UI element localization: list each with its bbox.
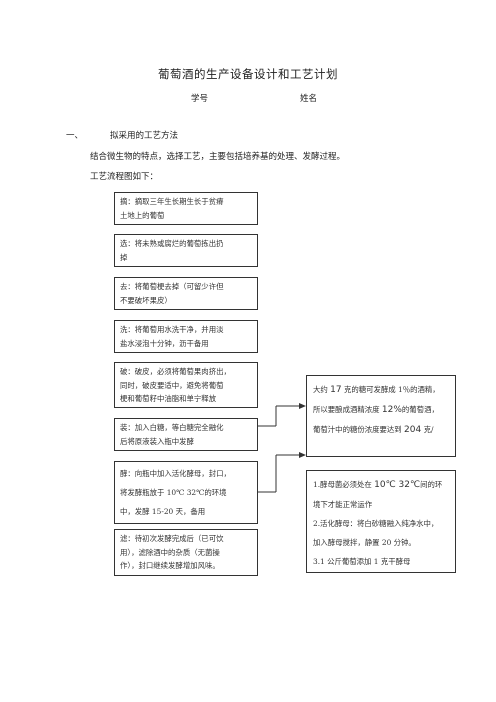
step-bottle: 装：加入白糖，等白糖完全融化 后将原液装入瓶中发酵 [114,418,258,451]
step-destem: 去：将葡萄梗去掉（可留少许但 不要破坏果皮） [114,277,258,310]
section-title: 拟采用的工艺方法 [110,131,179,141]
sugar-note-line-2: 所以要酿成酒精浓度 12%的葡萄酒， [313,405,439,415]
section-heading: 一、 拟采用的工艺方法 [66,129,178,141]
yeast-note-line-5: 3.1 公斤葡萄添加 1 克干酵母 [313,557,411,566]
name-label: 姓名 [300,94,318,104]
step-filter: 滤：待初次发酵完成后（已可饮 用），滤除酒中的杂质（无菌操 作），封口继续发酵增… [114,529,258,576]
yeast-note-line-4: 加入酵母搅拌，静置 20 分钟。 [313,538,416,547]
yeast-note-line-2: 境下才能正常运作 [313,500,373,509]
step-pick: 摘：摘取三年生长期生长于贫瘠 土地上的葡萄 [114,192,258,225]
student-id-label: 学号 [191,94,209,104]
yeast-note: 1.酵母菌必须处在 10℃ 32℃间的环 境下才能正常运作 2.活化酵母：将白砂… [306,470,456,573]
flow-label: 工艺流程图如下： [90,172,159,182]
sugar-note-line-3: 葡萄汁中的糖份浓度要达到 204 克/ [313,425,434,435]
sugar-note-line-1: 大约 17 克的糖可发酵成 1％的酒精， [313,385,440,395]
section-number: 一、 [66,131,84,141]
step-crush: 破：破皮，必须将葡萄果肉挤出， 同时，破皮要适中，避免将葡萄 梗和葡萄籽中油脂和… [114,362,258,408]
intro-paragraph: 结合微生物的特点，选择工艺，主要包括培养基的处理、发酵过程。 [90,152,346,162]
step-select: 选：将未熟或腐烂的葡萄拣出扔 掉 [114,234,258,267]
sugar-note: 大约 17 克的糖可发酵成 1％的酒精， 所以要酿成酒精浓度 12%的葡萄酒， … [306,375,456,457]
step-wash: 洗：将葡萄用水洗干净，并用淡 盐水浸泡十分钟，沥干备用 [114,320,258,353]
step-ferment: 酵：向瓶中加入活化酵母，封口， 将发酵瓶放于 10℃ 32℃的环境 中，发酵 1… [114,461,258,524]
yeast-note-line-1: 1.酵母菌必须处在 10℃ 32℃间的环 [313,480,443,490]
page-title: 葡萄酒的生产设备设计和工艺计划 [158,67,338,81]
yeast-note-line-3: 2.活化酵母：将白砂糖融入纯净水中， [313,519,439,528]
